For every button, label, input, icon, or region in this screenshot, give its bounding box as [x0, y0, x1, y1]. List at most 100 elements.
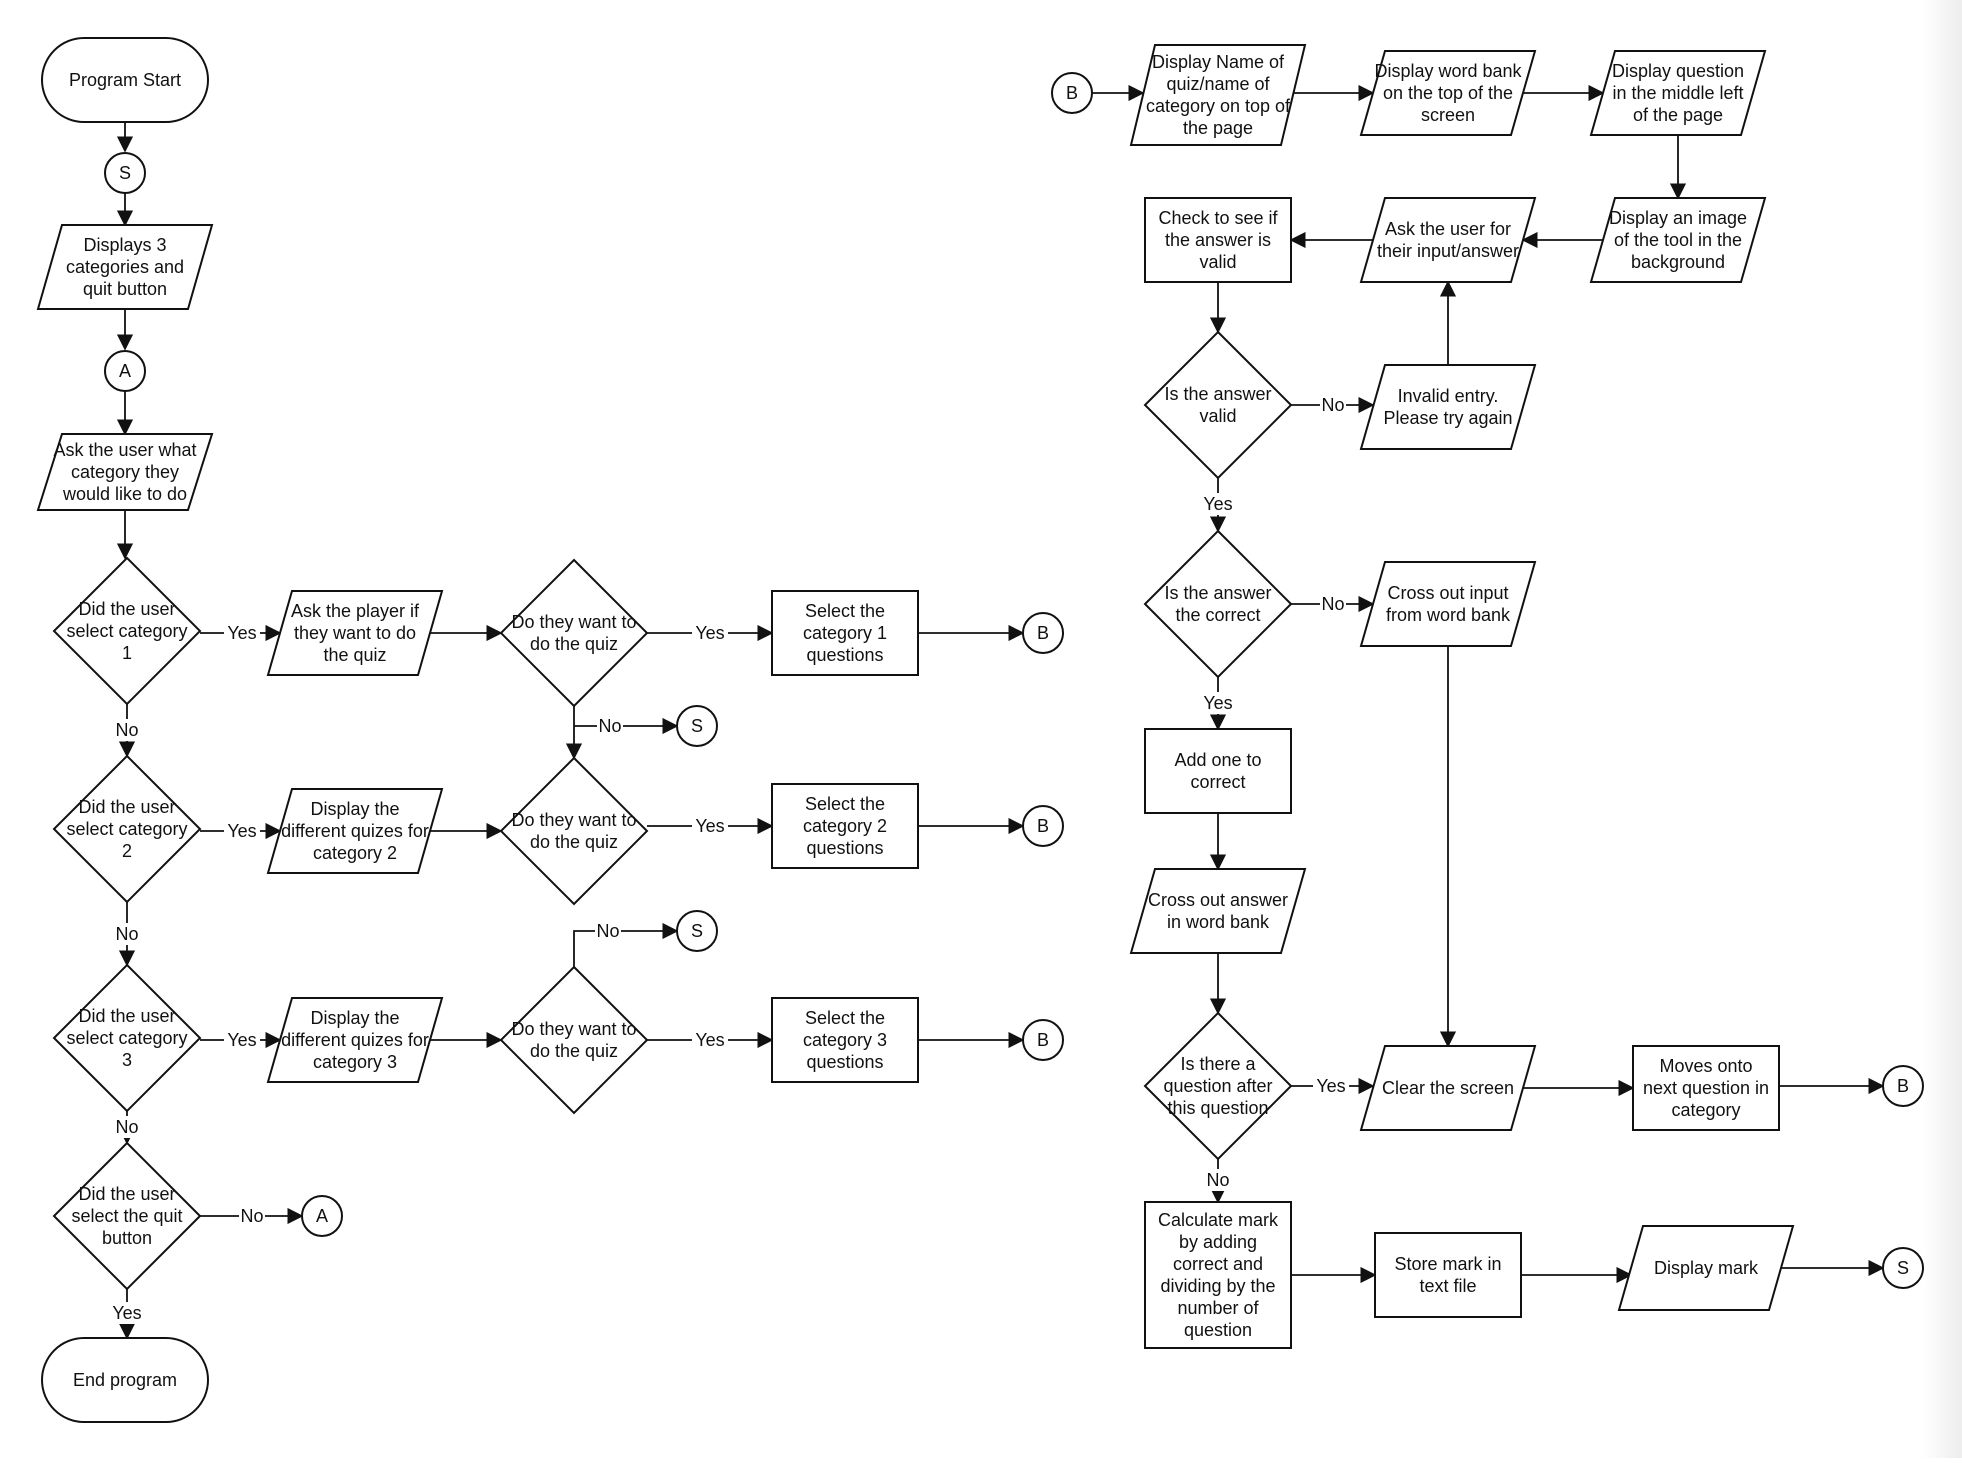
node-text-line: in the middle left — [1612, 83, 1743, 103]
node-text-line: Display Name of — [1152, 52, 1285, 72]
node-text-s3: S — [691, 921, 703, 941]
edge-label-yes: Yes — [1203, 494, 1232, 514]
node-text-line: would like to do — [62, 484, 187, 504]
node-start: Program Start — [41, 37, 209, 123]
connector-b3 — [1022, 1019, 1064, 1061]
node-text-line: Please try again — [1383, 408, 1512, 428]
node-text-line: End program — [73, 1370, 177, 1390]
edge-label-no: No — [1321, 594, 1344, 614]
node-text-line: different quizes for — [281, 1030, 429, 1050]
node-text-line: 2 — [122, 841, 132, 861]
node-text-line: Select the — [805, 1008, 885, 1028]
io-shape-askq1 — [266, 590, 444, 676]
connector-b4 — [1051, 72, 1093, 114]
node-text-line: Display question — [1612, 61, 1744, 81]
node-text-s1: S — [119, 163, 131, 183]
process-box-sel3 — [771, 997, 919, 1083]
edge-label-bg — [114, 719, 140, 741]
edge-label-bg — [239, 1205, 265, 1227]
io-shape-crossin — [1359, 561, 1537, 647]
node-text-line: do the quiz — [530, 634, 618, 654]
node-text-start: Program Start — [69, 70, 181, 90]
decision-d1 — [52, 556, 202, 706]
node-text-line: Select the — [805, 601, 885, 621]
edge-label-no: No — [115, 720, 138, 740]
edge-label-yes: Yes — [695, 816, 724, 836]
edge-label-no: No — [115, 924, 138, 944]
node-text-line: questions — [806, 838, 883, 858]
node-text-line: by adding — [1179, 1232, 1257, 1252]
node-text-line: Did the user — [78, 599, 175, 619]
edge-label-bg — [692, 815, 728, 837]
edge-label-bg — [1200, 692, 1236, 714]
edge-label-bg — [692, 622, 728, 644]
edge-label-bg — [114, 1116, 140, 1138]
edge-label-yes: Yes — [695, 623, 724, 643]
node-text-line: Display mark — [1654, 1258, 1759, 1278]
node-text-line: B — [1066, 83, 1078, 103]
io-shape-dispimg — [1589, 197, 1767, 283]
process-box-check — [1144, 197, 1292, 283]
node-text-b3: B — [1037, 1030, 1049, 1050]
node-text-line: dividing by the — [1160, 1276, 1275, 1296]
node-text-line: text file — [1419, 1276, 1476, 1296]
node-text-line: B — [1897, 1076, 1909, 1096]
node-text-line: do the quiz — [530, 1041, 618, 1061]
node-text-line: 1 — [122, 643, 132, 663]
io-shape-askcat — [36, 433, 214, 511]
edge-label-no: No — [596, 921, 619, 941]
node-text-line: Ask the user what — [53, 440, 196, 460]
edge-label-bg — [1200, 493, 1236, 515]
edge-label-no: No — [1321, 395, 1344, 415]
node-text-line: category on top of — [1146, 96, 1291, 116]
edge-label-bg — [224, 820, 260, 842]
node-text-line: Cross out input — [1387, 583, 1508, 603]
node-text-line: Is there a — [1180, 1054, 1256, 1074]
edge-label-yes: Yes — [227, 1030, 256, 1050]
node-text-clear: Clear the screen — [1382, 1078, 1514, 1098]
node-text-line: Clear the screen — [1382, 1078, 1514, 1098]
decision-dq1 — [499, 558, 649, 708]
node-text-line: select category — [66, 819, 187, 839]
node-text-line: category 2 — [803, 816, 887, 836]
node-text-line: Store mark in — [1394, 1254, 1501, 1274]
edge-label-yes: Yes — [227, 821, 256, 841]
node-text-line: select category — [66, 1028, 187, 1048]
edge-label-yes: Yes — [112, 1303, 141, 1323]
node-text-line: category 2 — [313, 843, 397, 863]
node-text-line: Display the — [310, 799, 399, 819]
node-text-line: Select the — [805, 794, 885, 814]
node-text-b4: B — [1066, 83, 1078, 103]
node-text-line: Display the — [310, 1008, 399, 1028]
io-shape-dispbank — [1359, 50, 1537, 136]
node-text-b5: B — [1897, 1076, 1909, 1096]
node-text-line: of the page — [1633, 105, 1723, 125]
edge-label-bg — [114, 923, 140, 945]
node-text-line: Did the user — [78, 797, 175, 817]
node-text-b2: B — [1037, 816, 1049, 836]
node-text-line: Cross out answer — [1148, 890, 1288, 910]
node-text-line: valid — [1199, 406, 1236, 426]
node-text-line: questions — [806, 1052, 883, 1072]
